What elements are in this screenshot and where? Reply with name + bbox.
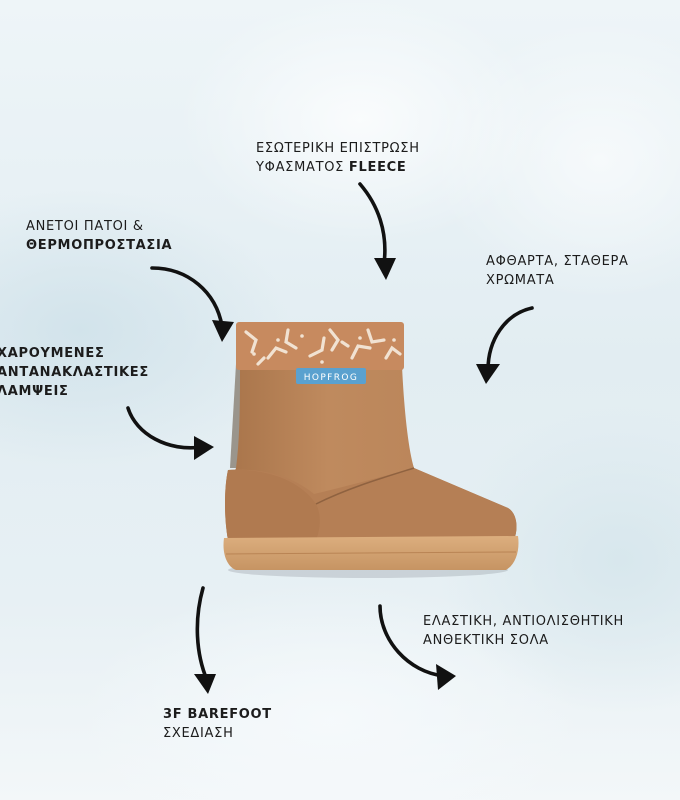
- brand-tag-text: HOPFROG: [304, 373, 359, 383]
- label-fleece-lining: ΕΣΩΤΕΡΙΚΗ ΕΠΙΣΤΡΩΣΗ ΥΦΑΣΜΑΤΟΣ FLEECE: [256, 139, 420, 177]
- arrow-barefoot-icon: [195, 586, 209, 682]
- label-barefoot-line2: ΣΧΕΔΙΑΣΗ: [163, 726, 234, 741]
- boot-image: HOPFROG: [223, 322, 519, 578]
- arrowhead-sole-icon: [436, 664, 456, 690]
- label-insoles-line1: ΑΝΕΤΟΙ ΠΑΤΟΙ &: [26, 219, 144, 234]
- arrowhead-reflective-icon: [194, 436, 214, 460]
- label-colors: ΑΦΘΑΡΤΑ, ΣΤΑΘΕΡΑ ΧΡΩΜΑΤΑ: [486, 252, 629, 290]
- label-sole-line1: ΕΛΑΣΤΙΚΗ, ΑΝΤΙΟΛΙΣΘΗΤΙΚΗ: [423, 614, 625, 629]
- label-reflective-line2: ΑΝΤΑΝΑΚΛΑΣΤΙΚΕΣ: [0, 365, 149, 380]
- boot-heel-counter: [225, 469, 320, 540]
- label-sole: ΕΛΑΣΤΙΚΗ, ΑΝΤΙΟΛΙΣΘΗΤΙΚΗ ΑΝΘΕΚΤΙΚΗ ΣΟΛΑ: [423, 612, 624, 650]
- label-insoles-line2: ΘΕΡΜΟΠΡΟΣΤΑΣΙΑ: [26, 238, 173, 253]
- label-reflective-line1: ΧΑΡΟΥΜΕΝΕΣ: [0, 346, 105, 361]
- boot-cuff: [236, 322, 404, 370]
- label-barefoot: 3F BAREFOOT ΣΧΕΔΙΑΣΗ: [163, 705, 272, 743]
- arrowhead-insoles-icon: [212, 320, 234, 342]
- arrow-colors-icon: [486, 306, 534, 372]
- label-barefoot-line1: 3F BAREFOOT: [163, 707, 272, 722]
- brand-tag: [296, 368, 366, 384]
- sole-line: [225, 551, 517, 555]
- label-sole-line2: ΑΝΘΕΚΤΙΚΗ ΣΟΛΑ: [423, 633, 549, 648]
- label-reflective-line3: ΛΑΜΨΕΙΣ: [0, 384, 69, 399]
- arrowhead-colors-icon: [476, 364, 500, 384]
- arrow-sole-icon: [378, 604, 446, 678]
- label-colors-line1: ΑΦΘΑΡΤΑ, ΣΤΑΘΕΡΑ: [486, 254, 629, 269]
- label-fleece-lining-prefix: ΥΦΑΣΜΑΤΟΣ: [256, 160, 349, 175]
- arrow-lining-icon: [358, 182, 387, 266]
- label-colors-line2: ΧΡΩΜΑΤΑ: [486, 273, 555, 288]
- cuff-dots: [252, 334, 396, 364]
- boot-seam: [315, 467, 415, 505]
- label-reflective: ΧΑΡΟΥΜΕΝΕΣ ΑΝΤΑΝΑΚΛΑΣΤΙΚΕΣ ΛΑΜΨΕΙΣ: [0, 344, 149, 401]
- arrowhead-barefoot-icon: [194, 674, 216, 694]
- label-fleece-lining-line1: ΕΣΩΤΕΡΙΚΗ ΕΠΙΣΤΡΩΣΗ: [256, 141, 420, 156]
- label-fleece-lining-line2: ΥΦΑΣΜΑΤΟΣ FLEECE: [256, 158, 420, 177]
- label-insoles: ΑΝΕΤΟΙ ΠΑΤΟΙ & ΘΕΡΜΟΠΡΟΣΤΑΣΙΑ: [26, 217, 172, 255]
- arrowhead-lining-icon: [374, 258, 396, 280]
- arrow-insoles-icon: [150, 266, 224, 328]
- arrow-reflective-icon: [126, 406, 204, 450]
- label-fleece-lining-bold: FLEECE: [348, 160, 407, 175]
- cuff-pattern: [244, 328, 402, 366]
